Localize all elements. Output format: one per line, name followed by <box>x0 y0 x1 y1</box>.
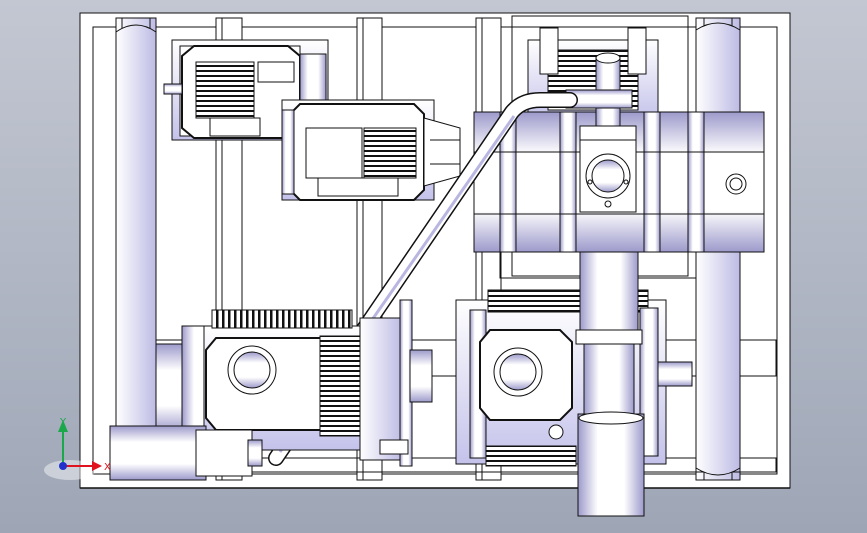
y-axis-label: Y <box>59 417 67 428</box>
compressor-right[interactable] <box>455 289 693 467</box>
blower-inlet-pipe <box>575 251 645 517</box>
x-axis-label: X <box>104 462 111 473</box>
motor-center[interactable] <box>281 99 461 201</box>
compressor-left[interactable] <box>155 299 433 467</box>
y-axis-arrow <box>58 420 68 432</box>
small-motor-bottom[interactable] <box>109 425 263 481</box>
x-axis-arrow <box>92 461 102 471</box>
belt-guard-left <box>115 24 157 476</box>
axis-triad: Y X <box>44 417 111 480</box>
z-axis-dot <box>59 462 67 470</box>
blower-outlet-pipe <box>565 52 637 141</box>
